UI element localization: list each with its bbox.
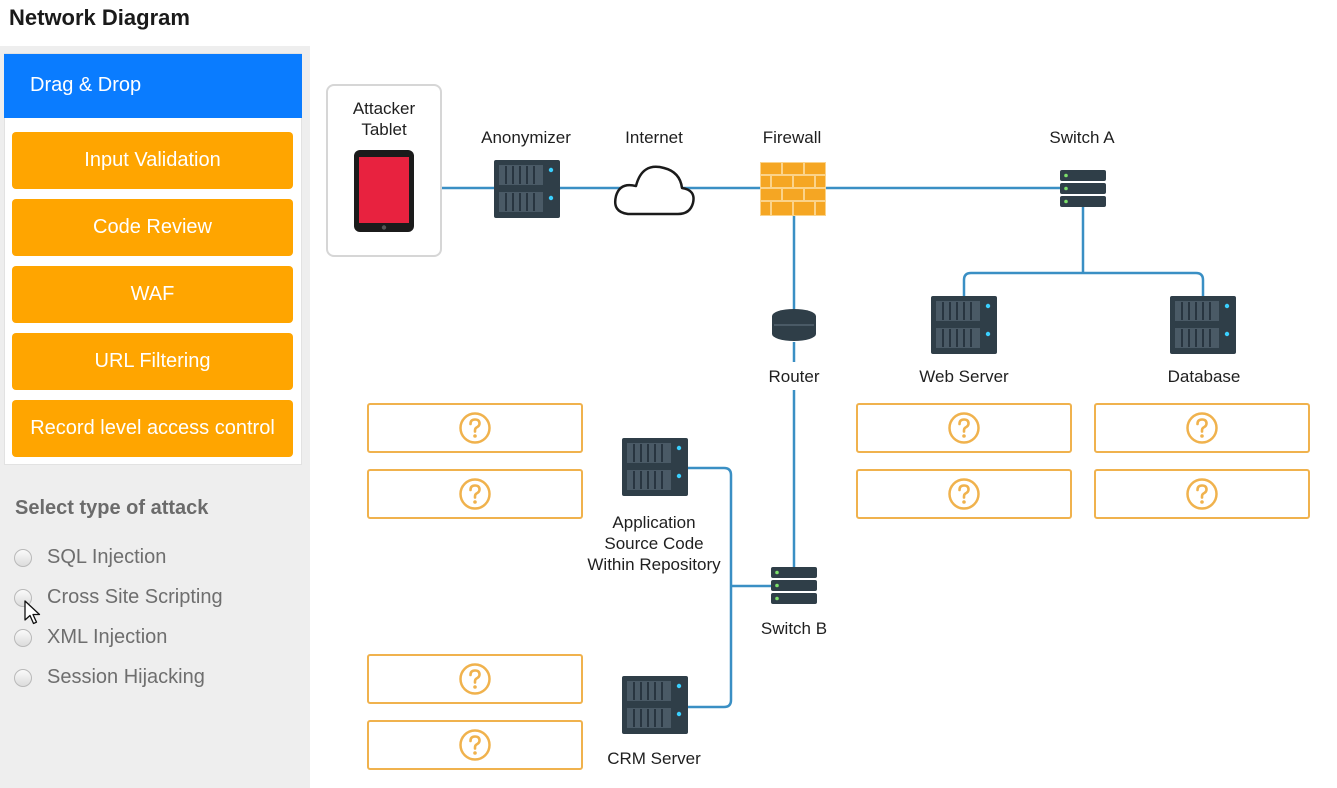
attacker-tablet-label: Attacker Tablet	[352, 99, 416, 139]
question-circle-icon	[459, 729, 491, 761]
switch-a-icon	[1060, 170, 1106, 207]
app-source-label-line1: Application	[612, 513, 696, 532]
app-source-label-line3: Within Repository	[587, 555, 721, 574]
radio-label: SQL Injection	[47, 546, 167, 568]
app-source-drop-slot-2[interactable]	[367, 469, 583, 519]
web-server-drop-slot-1[interactable]	[856, 403, 1072, 453]
web-server-drop-slot-2[interactable]	[856, 469, 1072, 519]
radio-button[interactable]	[14, 668, 32, 687]
database-drop-slot-2[interactable]	[1094, 469, 1310, 519]
radio-button[interactable]	[14, 588, 32, 607]
tool-input-validation[interactable]: Input Validation	[12, 132, 293, 189]
page-title: Network Diagram	[9, 5, 190, 30]
question-circle-icon	[459, 478, 491, 510]
database-drop-slot-1[interactable]	[1094, 403, 1310, 453]
switch-a-label: Switch A	[1049, 128, 1115, 147]
web-server-icon	[931, 296, 997, 354]
radio-button[interactable]	[14, 548, 32, 567]
switch-b-label: Switch B	[760, 619, 828, 638]
attack-option-sql-injection[interactable]: SQL Injection	[14, 546, 166, 569]
attack-option-xml-injection[interactable]: XML Injection	[14, 626, 167, 649]
question-circle-icon	[948, 412, 980, 444]
mouse-pointer-icon	[24, 600, 41, 625]
drag-drop-header: Drag & Drop	[4, 54, 302, 118]
switch-b-icon	[771, 567, 817, 604]
question-circle-icon	[459, 663, 491, 695]
anonymizer-server-icon	[494, 160, 560, 218]
firewall-icon	[760, 162, 826, 216]
drag-drop-panel	[4, 53, 302, 465]
crm-server-drop-slot-1[interactable]	[367, 654, 583, 704]
router-icon	[772, 309, 816, 341]
radio-button[interactable]	[14, 628, 32, 647]
question-circle-icon	[459, 412, 491, 444]
tool-code-review[interactable]: Code Review	[12, 199, 293, 256]
attack-type-heading: Select type of attack	[15, 497, 209, 519]
tool-url-filtering[interactable]: URL Filtering	[12, 333, 293, 390]
app-source-drop-slot-1[interactable]	[367, 403, 583, 453]
attack-option-session-hijacking[interactable]: Session Hijacking	[14, 666, 205, 689]
question-circle-icon	[948, 478, 980, 510]
tool-record-level-access-control[interactable]: Record level access control	[12, 400, 293, 457]
database-server-icon	[1170, 296, 1236, 354]
attacker-tablet-card: Attacker Tablet	[326, 84, 442, 257]
crm-server-icon	[622, 676, 688, 734]
tablet-icon	[354, 150, 414, 232]
app-source-label-line2: Source Code	[604, 534, 704, 553]
app-source-server-icon	[622, 438, 688, 496]
question-circle-icon	[1186, 412, 1218, 444]
question-circle-icon	[1186, 478, 1218, 510]
web-server-label: Web Server	[919, 367, 1009, 386]
attack-option-cross-site-scripting[interactable]: Cross Site Scripting	[14, 586, 223, 609]
tool-waf[interactable]: WAF	[12, 266, 293, 323]
crm-server-drop-slot-2[interactable]	[367, 720, 583, 770]
radio-label: Session Hijacking	[47, 666, 205, 688]
internet-cloud-icon	[614, 165, 695, 216]
radio-label: Cross Site Scripting	[47, 586, 223, 608]
router-label: Router	[768, 367, 820, 386]
database-label: Database	[1167, 367, 1241, 386]
radio-label: XML Injection	[47, 626, 168, 648]
crm-server-label: CRM Server	[607, 749, 701, 768]
internet-label: Internet	[625, 128, 683, 147]
firewall-label: Firewall	[762, 128, 822, 147]
anonymizer-label: Anonymizer	[481, 128, 571, 147]
